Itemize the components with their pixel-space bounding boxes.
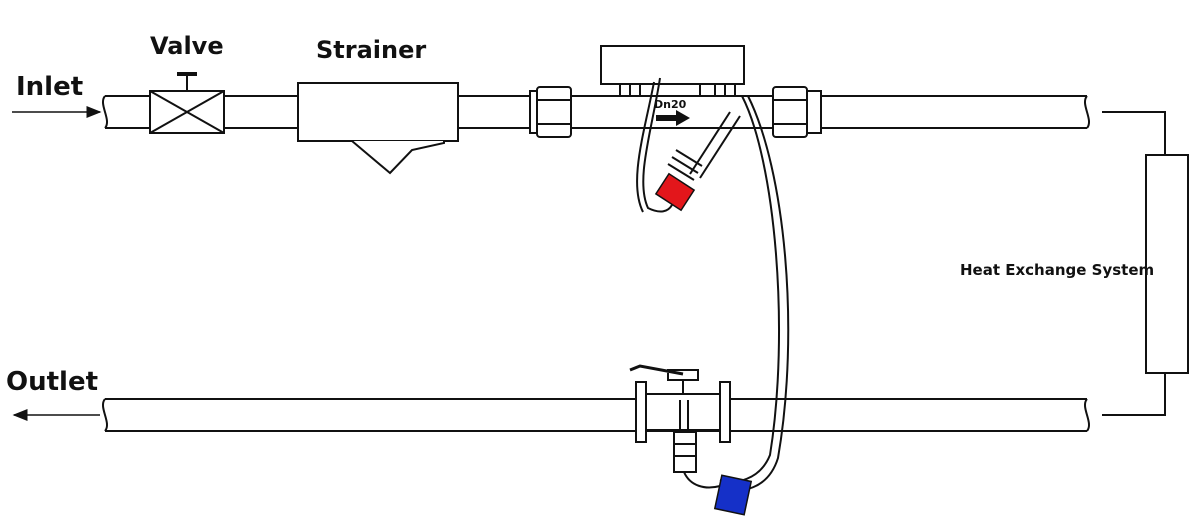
valve-icon [149, 72, 225, 134]
valve-label: Valve [150, 32, 224, 60]
return-sensor-probe [673, 400, 721, 489]
union-fitting-right [772, 86, 822, 138]
strainer-label: Strainer [316, 36, 427, 64]
return-temperature-sensor [713, 474, 753, 516]
return-ball-valve-icon [629, 364, 731, 443]
heat-meter-calculator [600, 45, 745, 96]
flow-direction-arrow [656, 110, 690, 126]
return-pipe [102, 398, 1090, 432]
union-fitting-left [529, 86, 572, 138]
outlet-label: Outlet [6, 367, 99, 397]
supply-sensor-assembly [636, 77, 790, 492]
supply-pipe [102, 95, 1090, 129]
inlet-label: Inlet [16, 72, 84, 102]
heat-exchange-label: Heat Exchange System [960, 261, 1155, 279]
pipe-size-label: Dn20 [654, 98, 687, 111]
strainer-icon [297, 82, 459, 175]
supply-temperature-sensor [654, 172, 696, 212]
heat-exchange-unit [1102, 111, 1189, 416]
